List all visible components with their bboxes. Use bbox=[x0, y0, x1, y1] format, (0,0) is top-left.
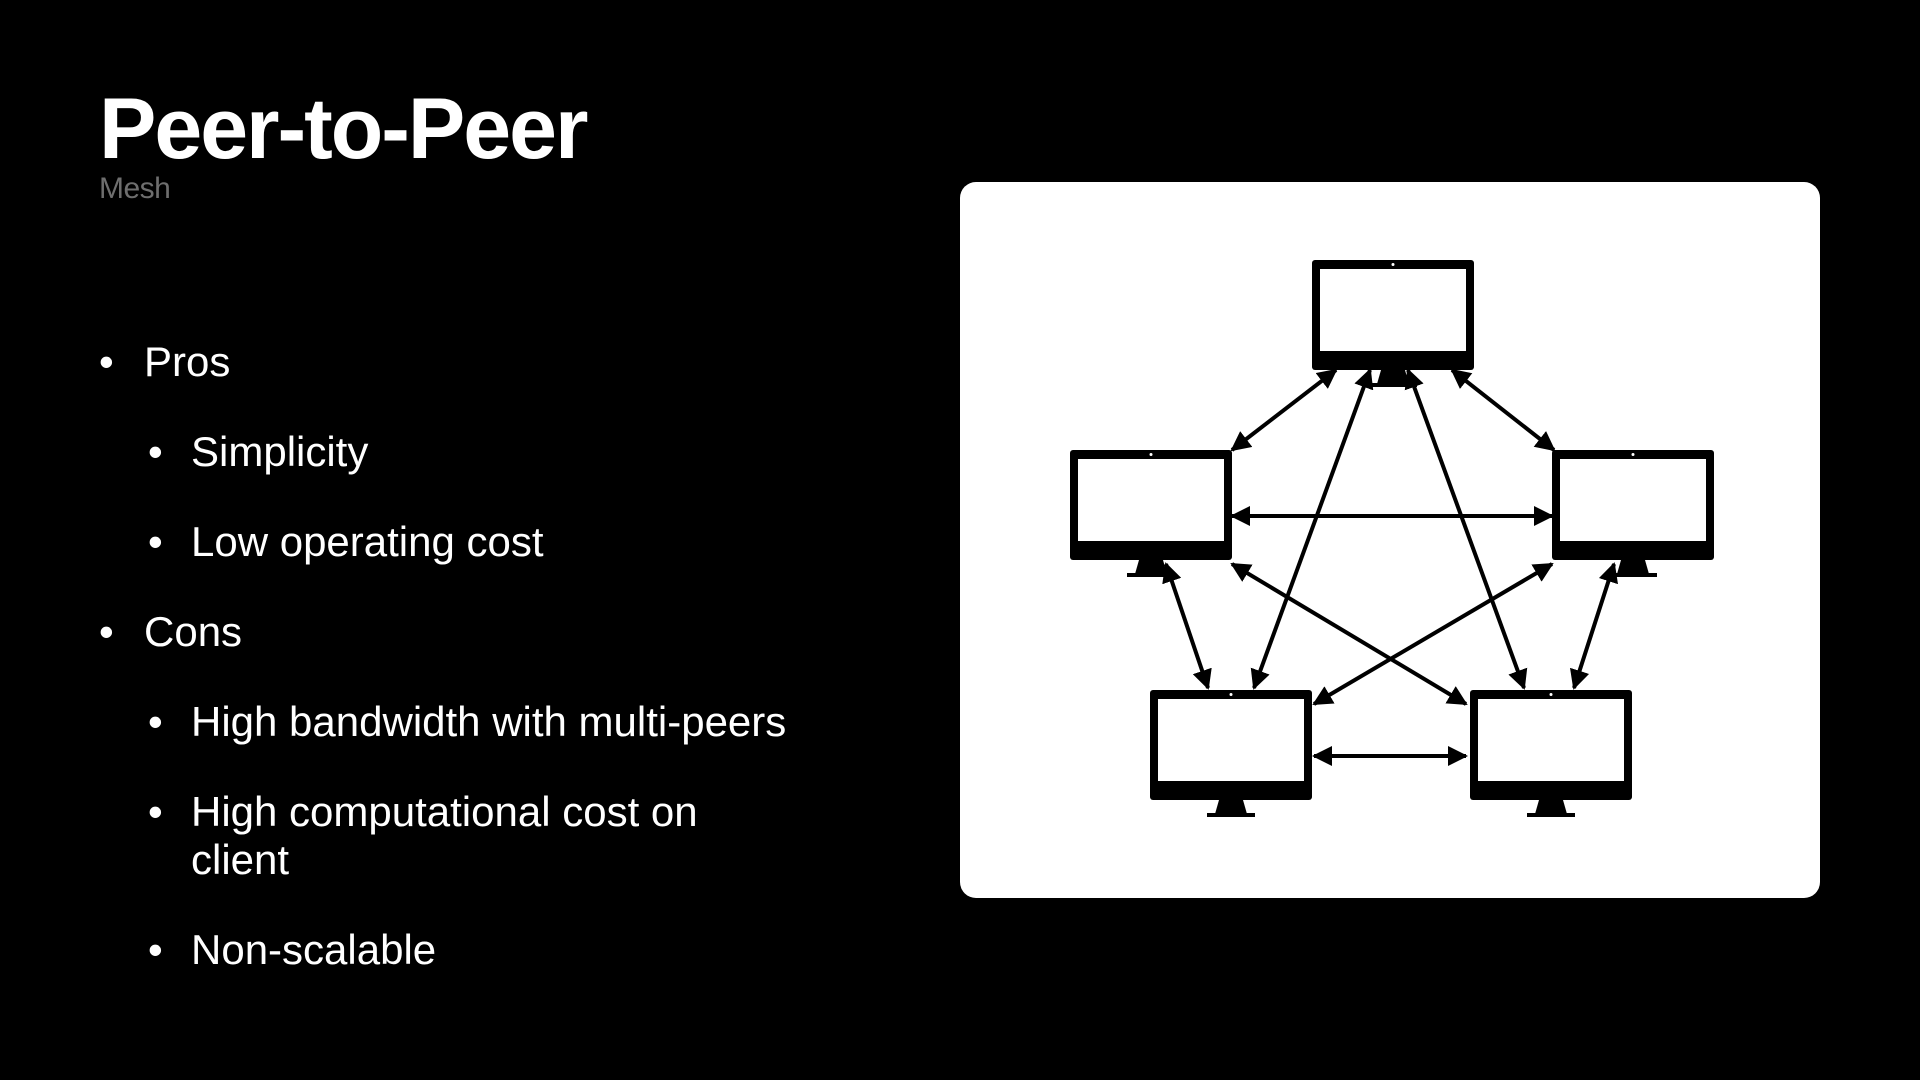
link-arrow-left-bottom-left bbox=[1162, 562, 1212, 690]
monitor-base bbox=[1609, 573, 1657, 577]
link-arrow-top-right bbox=[1450, 368, 1556, 452]
bullet-text: High computational cost on client bbox=[191, 788, 698, 883]
bullet-item-high-computational-cost: • High computational cost on client bbox=[148, 788, 768, 884]
monitor-camera bbox=[1549, 693, 1553, 696]
mesh-diagram-panel bbox=[960, 182, 1820, 898]
monitor-icon-top bbox=[1312, 260, 1474, 387]
monitor-stand bbox=[1535, 800, 1567, 814]
monitor-base bbox=[1369, 383, 1417, 387]
monitor-screen bbox=[1158, 699, 1304, 781]
bullet-text: Low operating cost bbox=[191, 518, 544, 565]
bullet-item-low-operating-cost: • Low operating cost bbox=[148, 518, 544, 566]
monitor-camera bbox=[1149, 453, 1153, 456]
monitor-icon-bottom-left bbox=[1150, 690, 1312, 817]
bullet-dot-icon: • bbox=[148, 428, 163, 475]
bullet-dot-icon: • bbox=[99, 608, 114, 655]
monitor-screen bbox=[1320, 269, 1466, 351]
monitor-base bbox=[1527, 813, 1575, 817]
bullet-text: Non-scalable bbox=[191, 926, 437, 973]
link-arrow-right-bottom-left bbox=[1312, 562, 1554, 706]
bullet-item-high-bandwidth: • High bandwidth with multi-peers bbox=[148, 698, 786, 746]
bullet-dot-icon: • bbox=[148, 926, 163, 973]
monitor-screen bbox=[1478, 699, 1624, 781]
monitor-camera bbox=[1229, 693, 1233, 696]
link-arrow-right-bottom-right bbox=[1570, 562, 1618, 690]
bullet-dot-icon: • bbox=[99, 338, 114, 385]
bullet-text: High bandwidth with multi-peers bbox=[191, 698, 787, 745]
monitor-base bbox=[1127, 573, 1175, 577]
bullet-text: Pros bbox=[144, 338, 231, 385]
bullet-item-non-scalable: • Non-scalable bbox=[148, 926, 436, 974]
monitor-stand bbox=[1135, 560, 1167, 574]
bullet-text: Simplicity bbox=[191, 428, 369, 475]
bullet-item-cons: • Cons bbox=[99, 608, 242, 656]
bullet-dot-icon: • bbox=[148, 698, 163, 745]
slide-title: Peer-to-Peer bbox=[99, 81, 588, 177]
link-arrow-top-left bbox=[1230, 368, 1338, 452]
monitor-camera bbox=[1391, 263, 1395, 266]
bullet-dot-icon: • bbox=[148, 518, 163, 565]
monitor-icon-bottom-right bbox=[1470, 690, 1632, 817]
slide-subtitle: Mesh bbox=[99, 172, 171, 205]
monitor-screen bbox=[1560, 459, 1706, 541]
monitor-camera bbox=[1631, 453, 1635, 456]
bullet-text: Cons bbox=[144, 608, 243, 655]
monitor-base bbox=[1207, 813, 1255, 817]
bullet-dot-icon: • bbox=[148, 788, 163, 835]
bullet-item-simplicity: • Simplicity bbox=[148, 428, 368, 476]
mesh-diagram bbox=[1070, 260, 1714, 817]
monitor-stand bbox=[1617, 560, 1649, 574]
monitor-stand bbox=[1215, 800, 1247, 814]
monitor-screen bbox=[1078, 459, 1224, 541]
bullet-item-pros: • Pros bbox=[99, 338, 230, 386]
monitor-stand bbox=[1377, 370, 1409, 384]
monitor-icon-right bbox=[1552, 450, 1714, 577]
monitor-icon-left bbox=[1070, 450, 1232, 577]
